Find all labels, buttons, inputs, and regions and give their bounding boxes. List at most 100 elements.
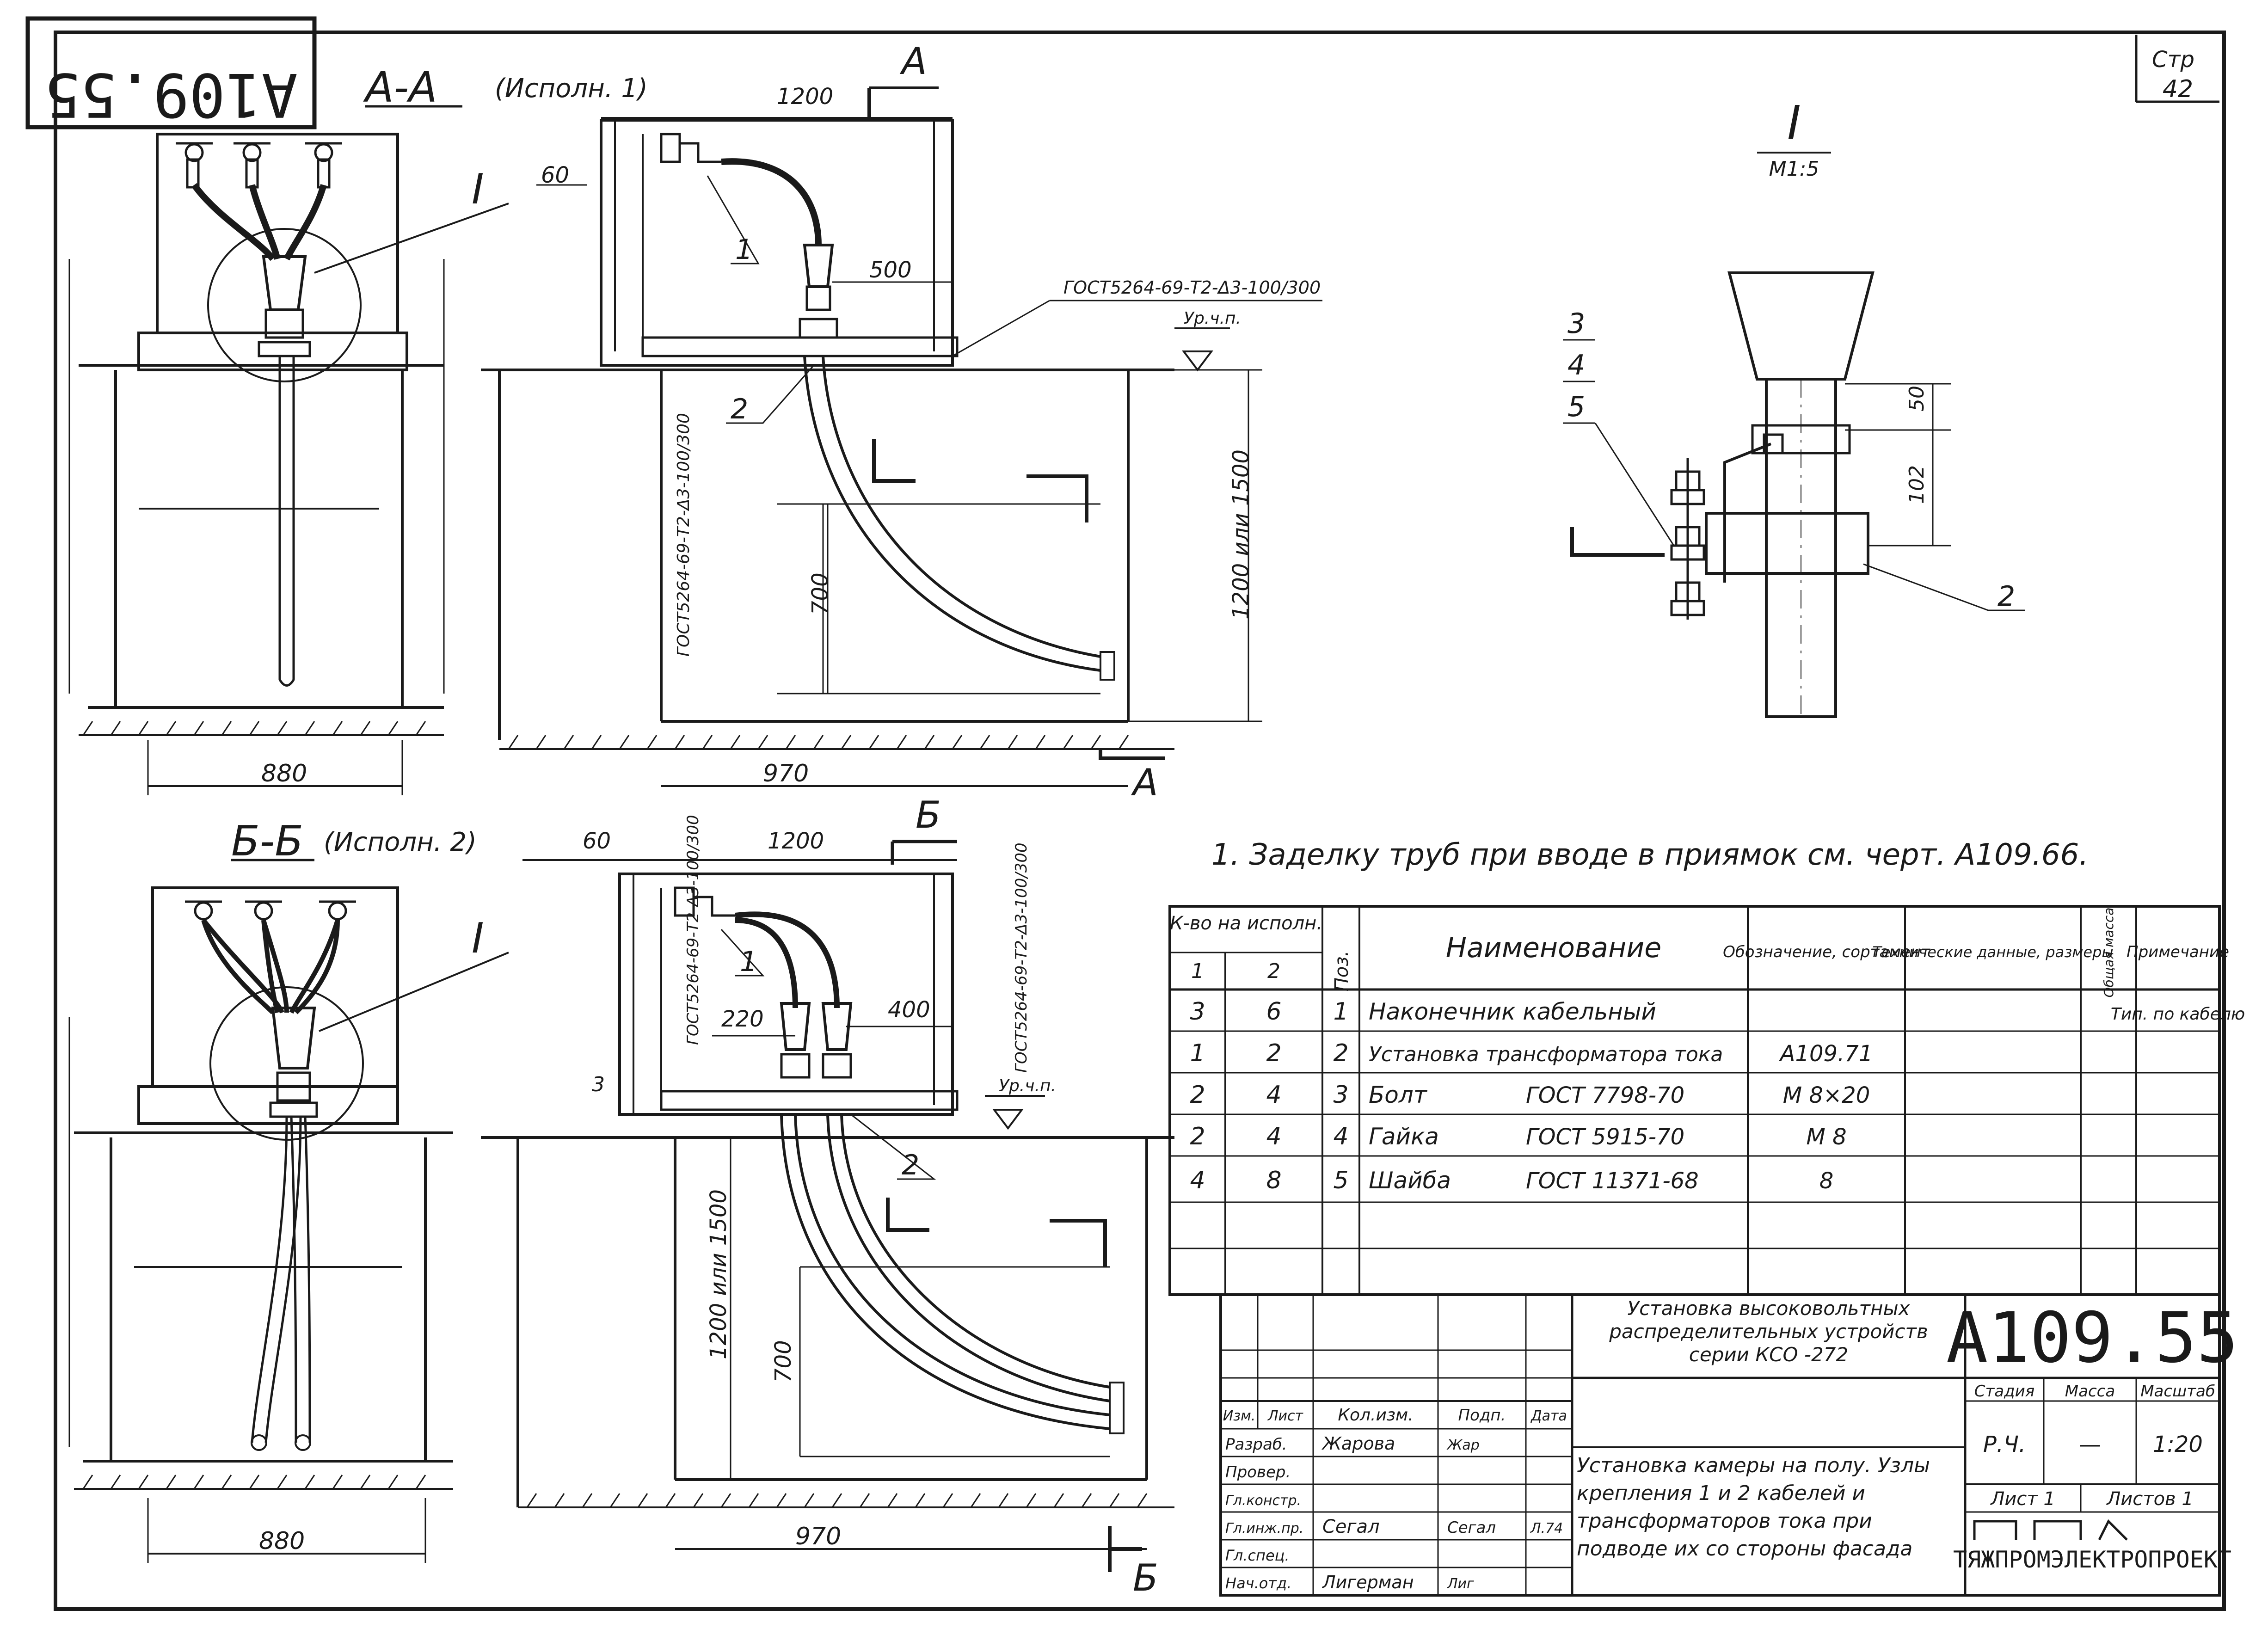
sheet-title-box: Установка камеры на полу. Узлы крепления… bbox=[1577, 1454, 1930, 1561]
dim-1200-bb: 1200 bbox=[768, 828, 824, 854]
detail-i-view: I М1:5 3 4 5 2 5 bbox=[1563, 96, 2025, 718]
leader-bb-3: 3 bbox=[592, 1073, 605, 1096]
tb-col-list: Лист bbox=[1267, 1408, 1304, 1424]
floor-mark-bb: Ур.ч.п. bbox=[999, 1076, 1056, 1095]
mass-label: Масса bbox=[2065, 1382, 2115, 1401]
drawing-code: А109.55 bbox=[1946, 1298, 2238, 1378]
leader-bb-1: 1 bbox=[740, 946, 757, 978]
floor-mark-aa: Ур.ч.п. bbox=[1184, 309, 1241, 328]
signature-row: Гл.констр. bbox=[1225, 1493, 1301, 1509]
cut-marker-a-top: А bbox=[899, 40, 927, 83]
cell-q2: 4 bbox=[1266, 1081, 1281, 1109]
role: Гл.инж.пр. bbox=[1225, 1520, 1303, 1537]
cell-q2: 4 bbox=[1266, 1123, 1281, 1150]
table-row: 2 4 4 Гайка ГОСТ 5915-70 М 8 bbox=[1190, 1123, 1846, 1150]
signature-row: Разраб. Жарова Жар bbox=[1225, 1433, 1480, 1454]
organization: ТЯЖПРОМЭЛЕКТРОПРОЕКТ bbox=[1953, 1546, 2231, 1573]
cell-q1: 4 bbox=[1190, 1167, 1205, 1194]
cell-gost: ГОСТ 11371-68 bbox=[1526, 1168, 1699, 1194]
table-row: 1 2 2 Установка трансформатора тока А109… bbox=[1190, 1039, 1873, 1067]
dim-60-bb: 60 bbox=[583, 828, 611, 854]
signature-row: Гл.спец. bbox=[1225, 1547, 1290, 1564]
role-sign: Жар bbox=[1446, 1437, 1480, 1453]
dim-500: 500 bbox=[869, 257, 912, 283]
section-aa-title: А-А bbox=[363, 63, 437, 112]
th-mass: Общая масса bbox=[2101, 908, 2116, 998]
section-aa-variant: (Исполн. 1) bbox=[495, 74, 648, 104]
cell-q2: 2 bbox=[1266, 1039, 1281, 1067]
project-title: Установка высоковольтных распределительн… bbox=[1609, 1297, 1928, 1366]
th-variant-1: 1 bbox=[1191, 959, 1204, 983]
callout-detail-aa: I bbox=[472, 165, 484, 214]
tb-col-izm: Изм. bbox=[1223, 1408, 1256, 1424]
tb-col-date: Дата bbox=[1530, 1408, 1567, 1424]
cell-name: Установка трансформатора тока bbox=[1369, 1043, 1723, 1066]
dim-700-bb: 700 bbox=[770, 1340, 796, 1383]
signature-row: Провер. bbox=[1225, 1463, 1291, 1481]
role: Гл.спец. bbox=[1225, 1547, 1290, 1564]
project-title-box: Установка высоковольтных распределительн… bbox=[1609, 1297, 1928, 1366]
dim-1200-1500-bb: 1200 или 1500 bbox=[706, 1189, 731, 1359]
table-row: 2 4 3 Болт ГОСТ 7798-70 М 8×20 bbox=[1190, 1081, 1870, 1109]
pipe-ref-bb-1: ГОСТ5264-69-Т2-Δ3-100/300 bbox=[684, 815, 702, 1045]
dim-970-aa: 970 bbox=[763, 760, 809, 787]
cell-q2: 6 bbox=[1266, 998, 1281, 1026]
mirrored-drawing-code: А109.55 bbox=[44, 60, 298, 130]
dim-1200-1500-aa: 1200 или 1500 bbox=[1228, 449, 1254, 620]
cell-gost: ГОСТ 7798-70 bbox=[1526, 1082, 1684, 1108]
dim-400: 400 bbox=[888, 997, 930, 1023]
section-bb-variant: (Исполн. 2) bbox=[324, 827, 477, 857]
section-bb-front-view: Б-Б (Исполн. 2) I 880 bbox=[68, 817, 509, 1563]
sheet-title: Установка камеры на полу. Узлы крепления… bbox=[1577, 1454, 1930, 1561]
signature-row: Гл.инж.пр. Сегал Сегал Л.74 bbox=[1225, 1516, 1563, 1537]
cell-gost: ГОСТ 5915-70 bbox=[1526, 1124, 1684, 1150]
sheet-number: Лист 1 bbox=[1990, 1488, 2055, 1510]
cell-designation: 8 bbox=[1819, 1168, 1834, 1194]
cell-pos: 5 bbox=[1333, 1167, 1348, 1194]
th-pos: Поз. bbox=[1331, 951, 1352, 992]
th-qty: К-во на исполн. bbox=[1170, 913, 1322, 934]
detail-title: I bbox=[1787, 96, 1801, 150]
cell-name: Гайка bbox=[1369, 1123, 1439, 1150]
mass-value: — bbox=[2079, 1432, 2101, 1457]
cell-q1: 2 bbox=[1190, 1123, 1205, 1150]
organization-logo bbox=[1973, 1519, 2128, 1541]
cell-q1: 1 bbox=[1190, 1039, 1205, 1067]
cell-q1: 3 bbox=[1190, 998, 1205, 1026]
cell-note: Тип. по кабелю bbox=[2111, 1005, 2245, 1024]
tb-col-podp: Подп. bbox=[1458, 1406, 1506, 1425]
dim-220: 220 bbox=[721, 1006, 764, 1032]
dim-880-bb: 880 bbox=[259, 1527, 305, 1555]
role: Нач.отд. bbox=[1225, 1574, 1291, 1592]
cell-pos: 1 bbox=[1333, 998, 1348, 1026]
section-bb-title: Б-Б bbox=[231, 817, 303, 866]
cell-pos: 3 bbox=[1333, 1081, 1348, 1109]
detail-leader-3: 3 bbox=[1567, 307, 1585, 340]
role-sign: Лиг bbox=[1447, 1576, 1474, 1592]
cell-designation: А109.71 bbox=[1779, 1041, 1873, 1067]
callout-detail-bb: I bbox=[472, 914, 484, 963]
pipe-ref-aa-h: ГОСТ5264-69-Т2-Δ3-100/300 bbox=[1063, 277, 1321, 298]
cell-q1: 2 bbox=[1190, 1081, 1205, 1109]
cell-designation: М 8×20 bbox=[1783, 1082, 1870, 1108]
dim-60-aa: 60 bbox=[541, 162, 569, 188]
th-tech: Технические данные, размеры bbox=[1872, 943, 2113, 961]
dim-102: 102 bbox=[1905, 465, 1929, 504]
th-note: Примечание bbox=[2127, 943, 2229, 961]
role-sign: Сегал bbox=[1447, 1518, 1496, 1537]
cell-name: Шайба bbox=[1369, 1167, 1451, 1194]
cut-marker-b-bottom: Б bbox=[1133, 1556, 1158, 1599]
role-name: Жарова bbox=[1321, 1433, 1395, 1454]
detail-leader-5: 5 bbox=[1567, 391, 1585, 423]
cell-name: Наконечник кабельный bbox=[1369, 998, 1656, 1025]
role: Разраб. bbox=[1225, 1435, 1287, 1454]
table-row: 3 6 1 Наконечник кабельный Тип. по кабел… bbox=[1190, 998, 2245, 1026]
detail-leader-4: 4 bbox=[1567, 349, 1585, 381]
section-aa-front-view: А-А (Исполн. 1) I bbox=[68, 63, 648, 795]
th-variant-2: 2 bbox=[1267, 959, 1280, 983]
cell-designation: М 8 bbox=[1806, 1124, 1846, 1150]
cell-q2: 8 bbox=[1266, 1167, 1281, 1194]
pipe-ref-aa-v: ГОСТ5264-69-Т2-Δ3-100/300 bbox=[674, 413, 693, 657]
signature-row: Нач.отд. Лигерман Лиг bbox=[1225, 1572, 1474, 1592]
